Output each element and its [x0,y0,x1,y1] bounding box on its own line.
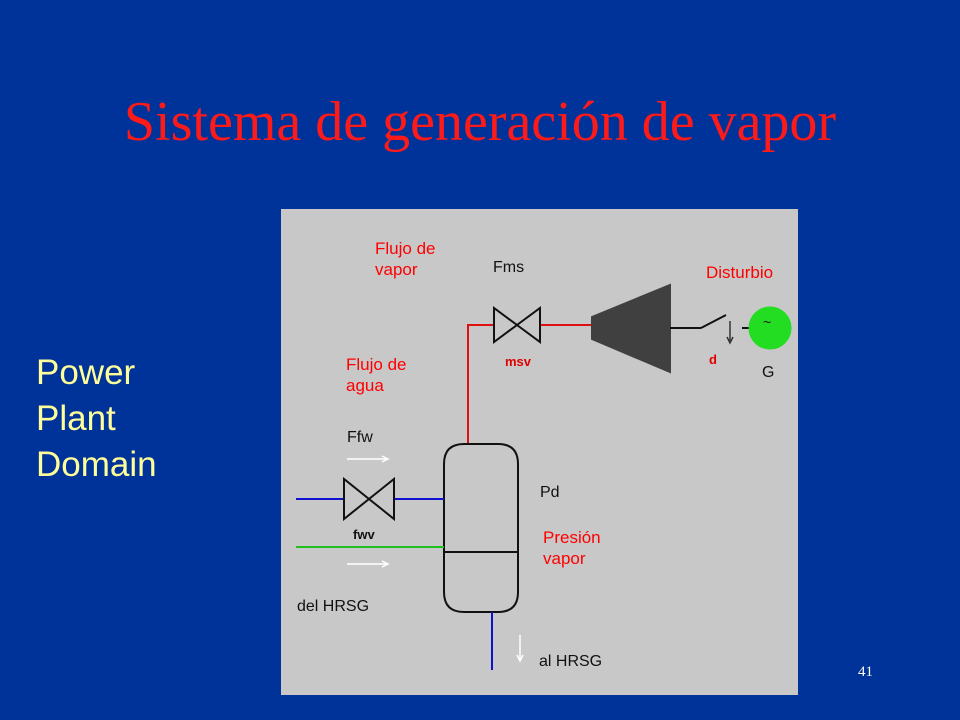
page-number: 41 [858,664,873,680]
steam-flow-label-line: Flujo de [375,239,436,258]
steam-flow-label: Flujo de vapor [375,238,435,281]
turbine-icon [591,283,671,374]
steam-flow-label-line: vapor [375,260,418,280]
pressure-label-line: Presión [543,528,601,547]
main-steam-valve-icon [493,306,541,344]
msv-label: msv [505,354,532,369]
water-flow-label: Flujo de agua [346,354,406,397]
steam-pipe [467,324,494,444]
to-hrsg-label: al HRSG [539,653,603,670]
generator-icon [748,306,792,350]
pressure-label: Presión vapor [543,527,601,570]
side-label-line: Power [36,353,136,392]
from-hrsg-label: del HRSG [297,598,370,615]
generator-label: G [762,364,775,381]
feedwater-flow-arrow-icon [347,455,390,463]
ffw-label: Ffw [347,429,373,446]
steam-system-diagram: Flujo de vapor Flujo de agua Presión vap… [281,209,798,695]
feedwater-valve-icon [343,476,395,522]
boiler-drum [443,443,519,613]
side-label-line: Domain [36,445,157,484]
side-label: Power Plant Domain [36,350,157,488]
outlet-flow-arrow-icon [516,635,524,663]
water-flow-label-line: agua [346,376,384,396]
diagram-drawing [296,283,792,670]
disturbance-arrow-head [726,336,734,345]
fwv-label: fwv [353,527,375,542]
disturbance-switch [700,314,727,329]
water-flow-label-line: Flujo de [346,355,407,374]
pd-label: Pd [540,484,560,501]
side-label-line: Plant [36,399,116,438]
slide-title: Sistema de generación de vapor [123,91,837,153]
d-label: d [709,352,717,367]
fms-label: Fms [493,259,525,276]
generator-symbol: ~ [763,314,772,330]
disturbance-label: Disturbio [706,263,774,282]
hrsg-flow-arrow-icon [347,560,390,568]
pressure-label-line: vapor [543,549,586,569]
